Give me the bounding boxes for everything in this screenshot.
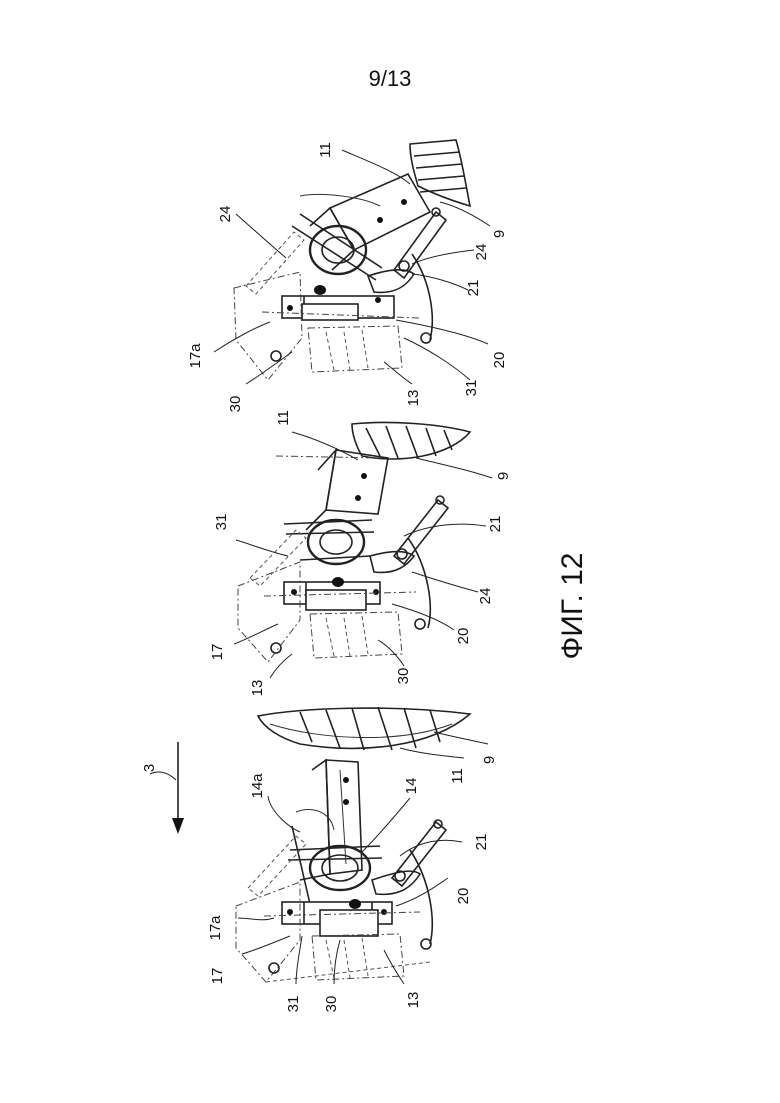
ref-14: 14 xyxy=(403,778,420,795)
ref-20: 20 xyxy=(455,628,472,645)
ref-9: 9 xyxy=(491,230,508,238)
arm-11 xyxy=(300,760,362,880)
ref-11: 11 xyxy=(449,768,466,784)
ref-31: 31 xyxy=(213,514,230,531)
ref-30: 30 xyxy=(227,396,244,413)
ref-17: 17 xyxy=(209,968,226,985)
ref-11: 11 xyxy=(317,142,334,158)
ref-20: 20 xyxy=(455,888,472,905)
cylinder-24 xyxy=(246,208,446,294)
ref-24: 24 xyxy=(477,588,494,605)
wheel-9 xyxy=(410,140,470,206)
cylinder-30 xyxy=(312,934,404,980)
ref-13: 13 xyxy=(405,390,422,407)
ref-14a: 14a xyxy=(249,773,266,799)
ref-21: 21 xyxy=(487,516,504,533)
view-2: 31 11 9 21 24 20 17 30 13 xyxy=(209,410,512,696)
view-3: 11 9 24 24 21 17a 20 31 30 13 xyxy=(187,140,508,412)
hub xyxy=(292,214,382,280)
figure-caption: ФИГ. 12 xyxy=(556,553,589,660)
cylinder-30 xyxy=(310,612,402,658)
hub xyxy=(284,520,374,564)
pivot-14 xyxy=(288,809,382,904)
wheel-9 xyxy=(352,422,470,459)
ref-17a: 17a xyxy=(187,343,204,369)
ref-9: 9 xyxy=(495,472,512,480)
ref-13: 13 xyxy=(249,680,266,697)
ref-11: 11 xyxy=(275,410,292,426)
ref-21: 21 xyxy=(473,834,490,851)
ref-31: 31 xyxy=(285,996,302,1013)
frame-17 xyxy=(234,272,431,380)
arm-11 xyxy=(276,450,388,530)
ref-13: 13 xyxy=(405,992,422,1009)
ref-24-lower: 24 xyxy=(473,244,490,261)
ref-9: 9 xyxy=(481,756,498,764)
arrow-down-icon xyxy=(172,742,184,834)
ref-20: 20 xyxy=(491,352,508,369)
ref-17: 17 xyxy=(209,644,226,661)
wheel-9 xyxy=(258,707,470,750)
ref-21: 21 xyxy=(465,280,482,297)
ref-30: 30 xyxy=(323,996,340,1013)
view-1: 3 14a 14 21 20 17a 17 31 30 13 11 9 xyxy=(141,707,498,1012)
ref-24-upper: 24 xyxy=(217,206,234,223)
ref-31: 31 xyxy=(463,380,480,397)
ref-30: 30 xyxy=(395,668,412,685)
ref-3: 3 xyxy=(141,764,158,772)
ref-17a: 17a xyxy=(207,915,224,941)
clamp-20 xyxy=(282,899,392,936)
cylinder-24 xyxy=(250,496,448,586)
